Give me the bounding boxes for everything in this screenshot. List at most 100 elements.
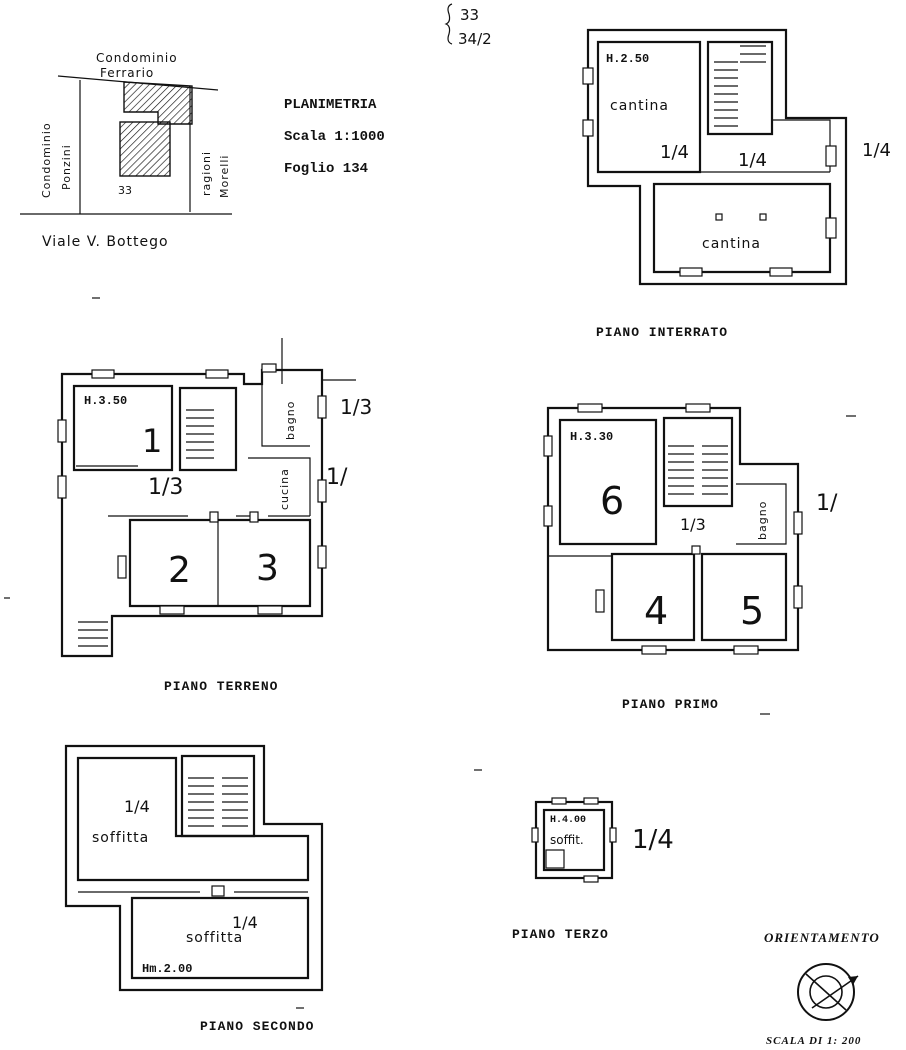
first-room-number: 4 (644, 589, 668, 633)
share-mark: 1/3 (148, 475, 183, 500)
stair-icon (714, 45, 766, 127)
basement-height: H.2.50 (606, 52, 649, 66)
scan-specks (4, 297, 856, 1009)
window-icon (679, 267, 703, 277)
window-icon (543, 435, 553, 457)
east-neighbor-name-2: Morelli (218, 155, 231, 198)
first-outer-wall (546, 406, 800, 652)
basement-room-label: cantina (610, 98, 669, 114)
second-attic-north (76, 756, 310, 882)
basement-pillar (715, 213, 723, 221)
window-icon (261, 363, 277, 373)
basement-stair-well (706, 40, 774, 136)
drawing-scale-note: SCALA DI 1: 200 (766, 1035, 861, 1047)
window-icon (582, 67, 594, 85)
ground-room-1 (72, 384, 174, 472)
window-icon (91, 369, 115, 379)
ground-room-label: bagno (284, 401, 297, 440)
window-icon (793, 585, 803, 609)
share-mark: 1/3 (680, 515, 706, 534)
first-floor-title: PIANO PRIMO (622, 697, 719, 712)
window-icon (825, 217, 837, 239)
share-mark: 1/4 (862, 140, 891, 161)
north-neighbor-name-1: Condominio (96, 51, 178, 65)
basement-floor-plan: H.2.50 cantina cantina 1/4 1/4 1/4 PIANO… (582, 28, 891, 340)
ground-room-number: 3 (256, 548, 279, 589)
sheet-title: PLANIMETRIA (284, 97, 377, 113)
ground-pillar (209, 511, 219, 523)
first-room-5 (700, 552, 788, 642)
basement-pillar (759, 213, 767, 221)
window-icon (543, 505, 553, 527)
stair-icon (668, 445, 728, 495)
parcels-brace (444, 3, 453, 45)
west-neighbor-name-2: Ponzini (60, 144, 73, 190)
window-icon (641, 645, 667, 655)
second-room-label: soffitta (186, 930, 243, 946)
window-icon (57, 419, 67, 443)
window-icon (257, 605, 283, 615)
first-stair-well (662, 416, 734, 508)
north-neighbor-name-2: Ferrario (100, 66, 154, 80)
ground-room-number: 1 (142, 422, 162, 460)
share-mark: 1/4 (632, 825, 674, 855)
stair-icon (78, 621, 108, 647)
orientation-block: ORIENTAMENTO SCALA DI 1: 200 (764, 930, 879, 1047)
ground-kitchen-wall (248, 457, 311, 516)
ground-height: H.3.50 (84, 394, 127, 408)
third-stair-hatch (545, 849, 565, 869)
window-icon (733, 645, 759, 655)
window-icon (317, 395, 327, 419)
ground-floor-plan: H.3.50 bagno cucina 1 2 3 1/3 1/3 1/ PIA… (57, 338, 372, 694)
parcel-number-2: 34/2 (458, 30, 492, 48)
third-floor-plan: H.4.00 soffit. 1/4 PIANO TERZO (512, 797, 674, 942)
window-icon (317, 545, 327, 569)
ground-room-label: cucina (278, 468, 291, 510)
share-mark: 1/ (816, 491, 838, 516)
window-icon (117, 555, 127, 579)
second-floor-plan: Hm.2.00 soffitta soffitta 1/4 1/4 PIANO … (64, 744, 324, 1034)
site-parcel-number: 33 (118, 184, 132, 197)
street-name: Viale V. Bottego (42, 234, 169, 250)
west-neighbor-name-1: Condominio (40, 122, 53, 198)
window-icon (583, 797, 599, 805)
third-room-label: soffit. (550, 833, 584, 847)
second-height: Hm.2.00 (142, 962, 192, 976)
share-mark: 1/4 (738, 150, 767, 171)
second-pillar (211, 885, 225, 897)
ground-pillar (249, 511, 259, 523)
window-icon (582, 119, 594, 137)
basement-room-label: cantina (702, 236, 761, 252)
ground-room-number: 2 (168, 550, 191, 591)
window-icon (793, 511, 803, 535)
window-icon (317, 479, 327, 503)
site-plan: Condominio Ferrario Condominio Ponzini r… (20, 51, 232, 250)
window-icon (159, 605, 185, 615)
window-icon (769, 267, 793, 277)
basement-floor-title: PIANO INTERRATO (596, 325, 728, 340)
site-building-south (119, 121, 171, 177)
parcel-number-1: 33 (460, 6, 479, 24)
window-icon (531, 827, 539, 843)
first-room-label: bagno (756, 501, 769, 540)
window-icon (205, 369, 229, 379)
share-mark: 1/4 (232, 913, 258, 932)
share-mark: 1/4 (124, 797, 150, 816)
basement-cellar-south (652, 182, 832, 274)
first-room-number: 5 (740, 589, 764, 633)
second-room-label: soffitta (92, 830, 149, 846)
second-floor-title: PIANO SECONDO (200, 1019, 314, 1034)
second-stair-well (180, 754, 256, 838)
stair-icon (188, 777, 248, 827)
compass-rose-icon (797, 963, 859, 1021)
ground-bathroom-wall (261, 384, 310, 447)
site-building-north (123, 81, 193, 125)
share-mark: 1/ (326, 465, 348, 490)
first-bathroom-wall (736, 483, 787, 545)
first-height: H.3.30 (570, 430, 613, 444)
window-icon (57, 475, 67, 499)
window-icon (583, 875, 599, 883)
third-height: H.4.00 (550, 815, 586, 826)
